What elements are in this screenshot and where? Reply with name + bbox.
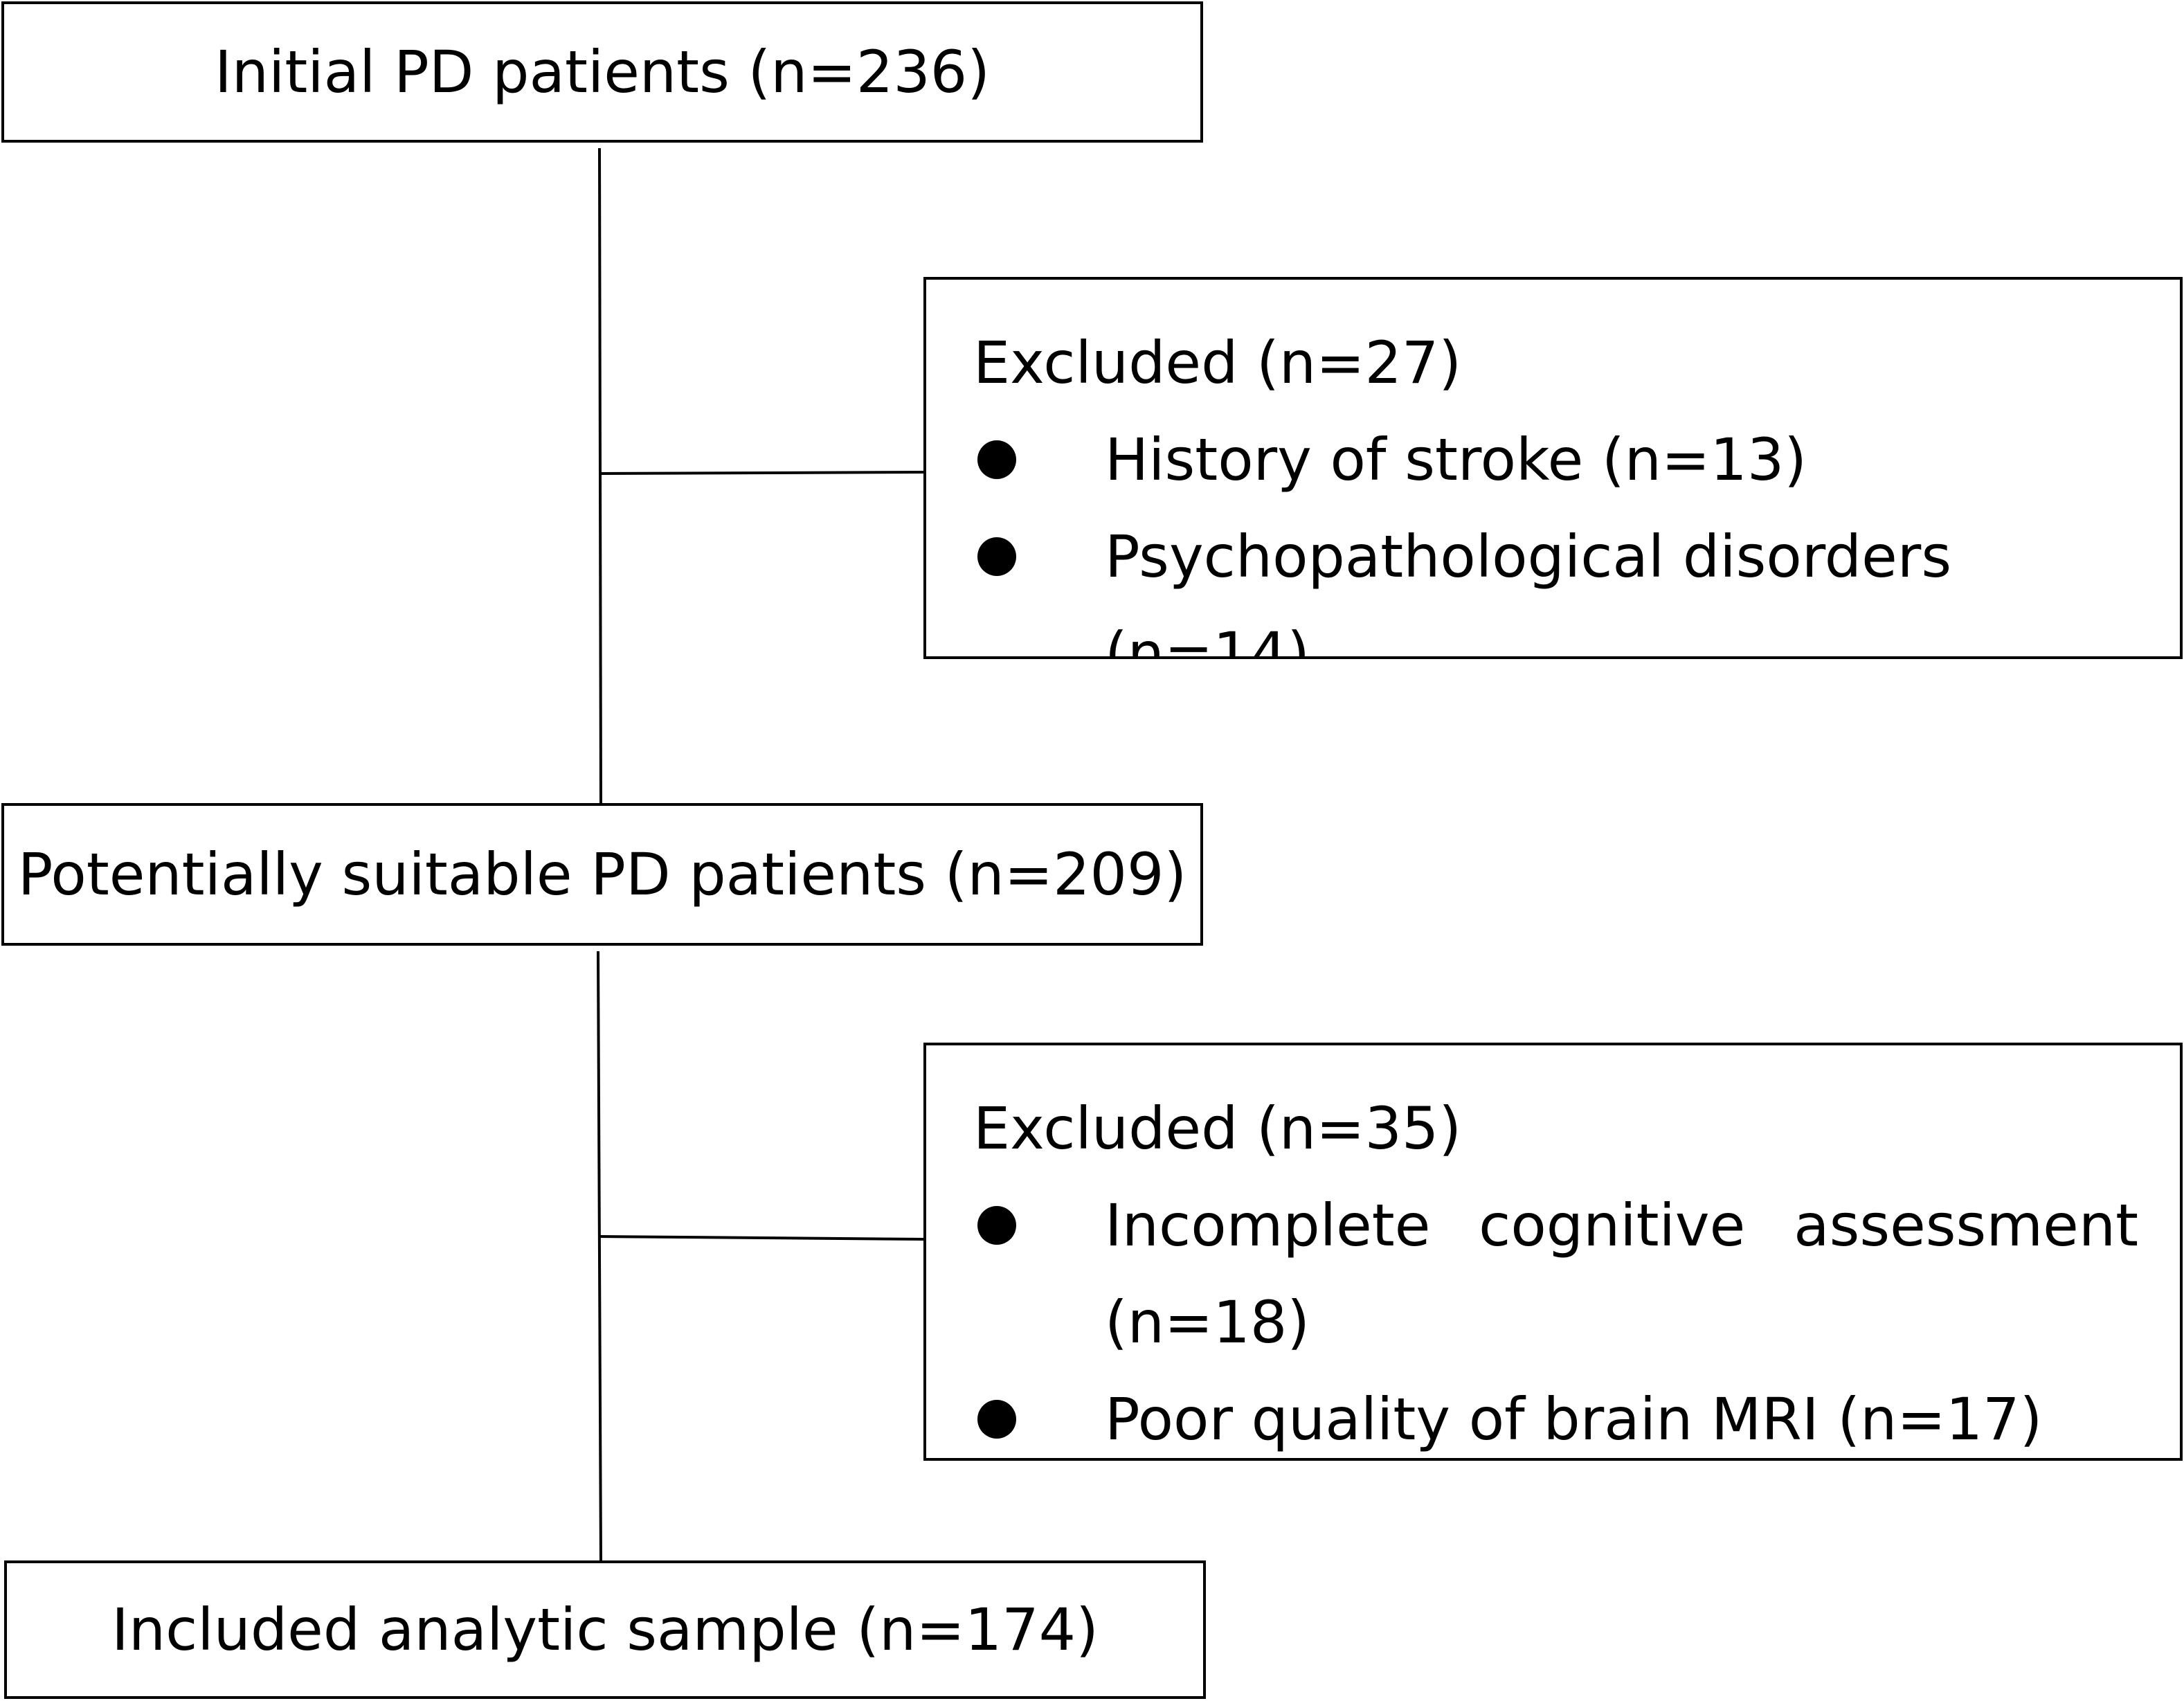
exclusion-item-label: History of stroke (n=13) bbox=[1105, 426, 1807, 494]
initial-patients-label: Initial PD patients (n=236) bbox=[214, 38, 991, 106]
included-sample-label: Included analytic sample (n=174) bbox=[111, 1596, 1099, 1664]
initial-patients-box: Initial PD patients (n=236) bbox=[1, 1, 1203, 143]
connector-suitable-to-included bbox=[597, 951, 602, 1563]
exclusion-title-1: Excluded (n=27) bbox=[973, 329, 1462, 397]
exclusion-box-2: Excluded (n=35) Incomplete cognitive ass… bbox=[923, 1043, 2183, 1461]
exclusion-item-psychopathological: Psychopathological disorders (n=14) bbox=[973, 508, 2138, 659]
exclusion-item-label: Poor quality of brain MRI (n=17) bbox=[1105, 1385, 2043, 1453]
suitable-patients-label: Potentially suitable PD patients (n=209) bbox=[17, 840, 1187, 908]
suitable-patients-box: Potentially suitable PD patients (n=209) bbox=[1, 803, 1203, 946]
exclusion-title-2: Excluded (n=35) bbox=[973, 1095, 1462, 1162]
exclusion-item-mri: Poor quality of brain MRI (n=17) bbox=[973, 1371, 2138, 1458]
exclusion-item-cognitive: Incomplete cognitive assessment (n=18) bbox=[973, 1177, 2138, 1371]
exclusion-box-1: Excluded (n=27) History of stroke (n=13)… bbox=[923, 277, 2183, 659]
bullet-icon bbox=[977, 440, 1016, 479]
exclusion-item-label: Psychopathological disorders (n=14) bbox=[1105, 523, 1952, 659]
exclusion-item-stroke: History of stroke (n=13) bbox=[973, 411, 2138, 508]
bullet-icon bbox=[977, 1206, 1016, 1245]
exclusion-item-label: Incomplete cognitive assessment (n=18) bbox=[1105, 1191, 2138, 1356]
connector-branch-exclusion2 bbox=[597, 1235, 926, 1241]
bullet-icon bbox=[977, 1400, 1016, 1439]
connector-initial-to-suitable bbox=[598, 147, 602, 805]
connector-branch-exclusion1 bbox=[600, 471, 926, 475]
included-sample-box: Included analytic sample (n=174) bbox=[4, 1560, 1206, 1699]
bullet-icon bbox=[977, 537, 1016, 576]
